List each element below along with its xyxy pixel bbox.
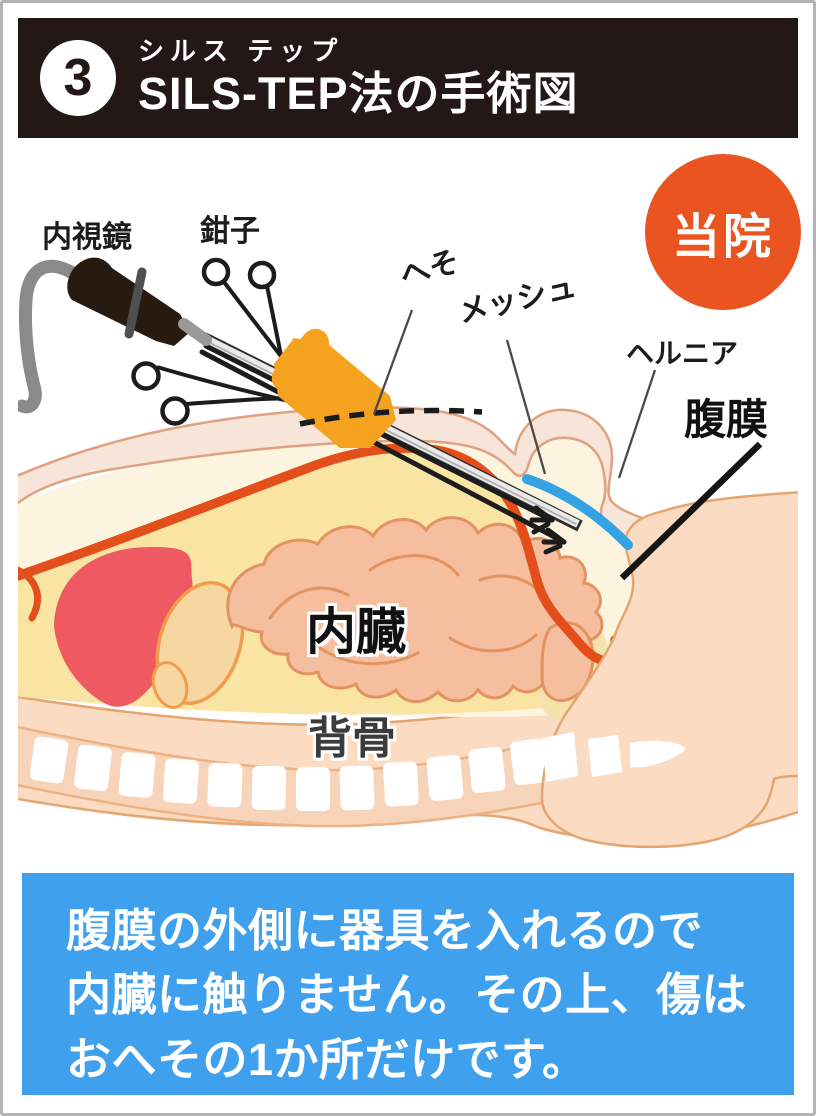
leg-illustration: [540, 491, 798, 849]
our-hospital-badge: 当院: [645, 154, 801, 310]
instruments-illustration: [18, 257, 583, 555]
label-peritoneum: 腹膜: [684, 396, 769, 443]
endoscope-illustration: [18, 257, 212, 414]
header-bar: 3 シルス テップ SILS-TEP法の手術図: [18, 18, 798, 138]
label-organs: 内臓: [306, 604, 406, 660]
page-title: SILS-TEP法の手術図: [138, 68, 579, 120]
mesh-illustration: [522, 474, 633, 550]
trocar-illustration: [271, 328, 396, 448]
surgery-illustration: [18, 257, 798, 849]
caption-box: 腹膜の外側に器具を入れるので 内臓に触りません。その上、傷は おへその1か所だけ…: [22, 873, 794, 1095]
step-number-badge: 3: [40, 40, 116, 116]
caption-line-3: おへその1か所だけです。: [66, 1033, 588, 1085]
organs-illustration: [54, 516, 604, 709]
navel-dashed-line: [299, 407, 483, 427]
our-hospital-badge-text: 当院: [671, 211, 774, 264]
label-endoscope: 内視鏡: [42, 221, 132, 254]
surgery-diagram: 内視鏡 鉗子 へそ メッシュ ヘルニア 腹膜 内臓 背骨: [18, 148, 798, 870]
caption-line-1: 腹膜の外側に器具を入れるので: [66, 905, 704, 956]
label-forceps: 鉗子: [200, 215, 260, 248]
leader-lines: [372, 309, 763, 581]
step-number: 3: [63, 49, 93, 107]
header-titles: シルス テップ SILS-TEP法の手術図: [138, 38, 579, 117]
title-furigana: シルス テップ: [138, 36, 344, 67]
caption-line-2: 内臓に触りません。その上、傷は: [66, 969, 748, 1021]
label-spine: 背骨: [308, 714, 396, 763]
label-hernia: ヘルニア: [626, 338, 739, 369]
